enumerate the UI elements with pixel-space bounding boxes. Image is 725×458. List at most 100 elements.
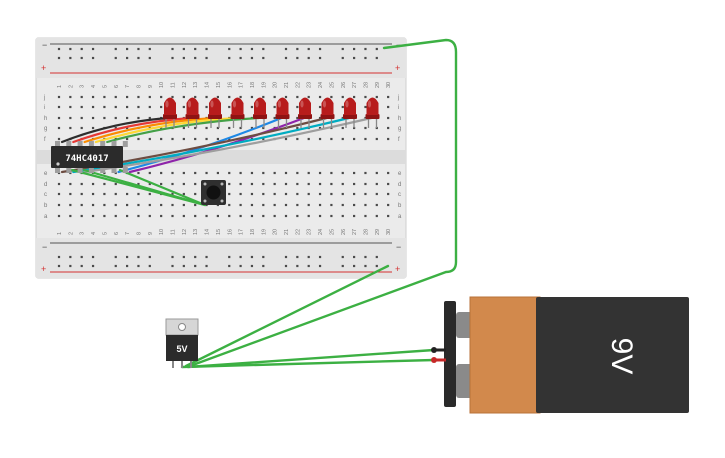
row-letter-left: i xyxy=(44,105,45,111)
terminal-hole xyxy=(160,214,163,218)
terminal-hole xyxy=(341,203,344,207)
row-letter-left: f xyxy=(44,137,46,143)
rail-hole xyxy=(57,56,61,60)
terminal-hole xyxy=(307,95,310,99)
rail-hole xyxy=(307,264,310,268)
led-highlight xyxy=(367,100,372,108)
terminal-hole xyxy=(250,182,254,186)
terminal-hole xyxy=(194,126,197,130)
terminal-hole xyxy=(387,192,390,196)
row-letter-left: b xyxy=(44,203,48,209)
terminal-hole xyxy=(341,214,344,218)
terminal-hole xyxy=(137,116,140,120)
terminal-hole xyxy=(126,105,129,109)
terminal-hole xyxy=(364,137,367,141)
terminal-hole xyxy=(160,95,163,99)
rail-hole xyxy=(57,47,61,51)
terminal-hole xyxy=(148,116,151,120)
terminal-hole xyxy=(160,105,163,109)
row-letter-right: j xyxy=(397,95,399,101)
terminal-hole xyxy=(148,95,151,99)
rail-hole xyxy=(239,56,242,60)
rail-hole xyxy=(262,255,265,259)
terminal-hole xyxy=(69,95,72,99)
terminal-hole xyxy=(341,182,344,186)
ic-pin-bottom xyxy=(55,167,60,173)
terminal-hole xyxy=(239,192,242,196)
led xyxy=(185,97,200,128)
rail-hole xyxy=(137,47,140,51)
terminal-hole xyxy=(375,203,378,207)
rail-hole xyxy=(69,56,72,60)
terminal-hole xyxy=(205,137,208,141)
rail-hole xyxy=(341,47,344,51)
terminal-hole xyxy=(103,214,106,218)
rail-hole xyxy=(318,56,322,60)
column-number-top: 20 xyxy=(273,82,279,88)
ic-chip[interactable]: 74HC4017 xyxy=(51,141,128,173)
row-letter-right: g xyxy=(398,126,401,132)
led-rim xyxy=(253,114,267,119)
row-letter-left: a xyxy=(44,214,48,220)
rail-hole xyxy=(307,255,310,259)
power-wires xyxy=(180,38,458,369)
terminal-hole xyxy=(103,116,106,120)
terminal-hole xyxy=(126,203,129,207)
terminal-hole xyxy=(387,116,390,120)
column-number-bottom: 11 xyxy=(171,229,177,235)
terminal-hole xyxy=(194,137,197,141)
led-highlight xyxy=(322,100,327,108)
jumper-wire xyxy=(128,116,306,174)
led xyxy=(343,97,357,128)
terminal-hole xyxy=(273,182,276,186)
voltage-regulator[interactable]: 5V xyxy=(165,318,199,368)
terminal-hole xyxy=(341,95,344,99)
terminal-hole xyxy=(250,203,254,207)
jumper-wire xyxy=(72,116,193,144)
terminal-hole xyxy=(387,171,390,175)
battery-9v[interactable]: 9V xyxy=(431,296,689,414)
terminal-hole xyxy=(69,203,72,207)
top-plus-left: + xyxy=(41,63,46,73)
bottom-minus-left: − xyxy=(42,242,47,252)
terminal-hole xyxy=(273,171,276,175)
terminal-hole xyxy=(216,171,219,175)
ic-label: 74HC4017 xyxy=(65,154,108,164)
terminal-hole xyxy=(216,137,219,141)
column-number-top: 14 xyxy=(205,82,211,88)
top-plus-right: + xyxy=(395,63,400,73)
regulator-label: 5V xyxy=(176,344,187,354)
row-letter-right: a xyxy=(398,214,402,220)
terminal-hole xyxy=(364,214,367,218)
column-number-bottom: 26 xyxy=(341,229,347,235)
push-button[interactable] xyxy=(201,180,226,205)
column-number-bottom: 10 xyxy=(159,229,165,235)
terminal-hole xyxy=(160,126,163,130)
terminal-hole xyxy=(262,126,265,130)
ic-pin1-dot xyxy=(56,162,60,166)
column-number-bottom: 8 xyxy=(136,232,142,235)
rail-hole xyxy=(353,47,356,51)
led-highlight xyxy=(187,100,192,108)
terminal-hole xyxy=(284,214,288,218)
terminal-hole xyxy=(364,105,367,109)
terminal-hole xyxy=(194,182,197,186)
terminal-hole xyxy=(284,192,288,196)
terminal-hole xyxy=(228,126,231,130)
led-rim xyxy=(230,114,245,119)
led-highlight xyxy=(255,100,259,108)
led-rim xyxy=(298,114,312,119)
rail-hole xyxy=(205,255,208,259)
terminal-hole xyxy=(239,203,242,207)
led-highlight xyxy=(165,100,169,108)
bottom-plus-right: + xyxy=(395,264,400,274)
terminal-hole xyxy=(160,182,163,186)
rail-hole xyxy=(296,47,299,51)
row-letter-left: c xyxy=(44,192,47,198)
terminal-hole xyxy=(137,192,140,196)
column-number-top: 24 xyxy=(318,82,324,88)
terminal-hole xyxy=(250,95,254,99)
terminal-hole xyxy=(80,203,83,207)
